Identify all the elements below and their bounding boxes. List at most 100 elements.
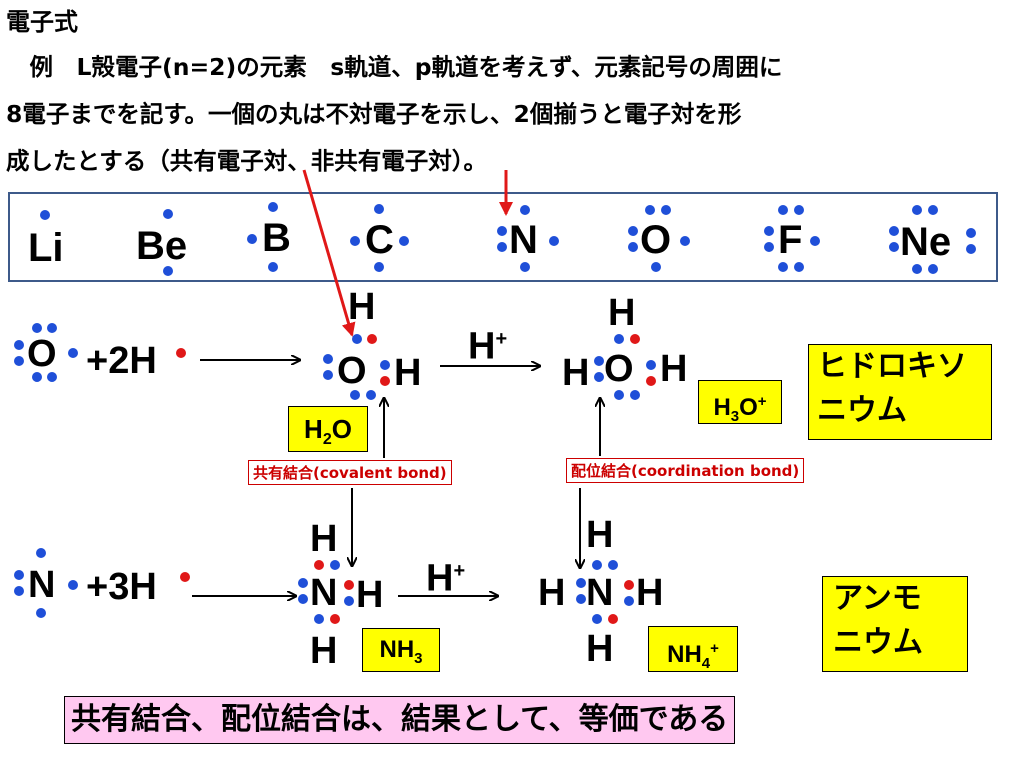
electron-dot xyxy=(352,334,362,344)
electron-dot xyxy=(628,226,638,236)
electron-dot xyxy=(912,264,922,274)
electron-dot xyxy=(614,390,624,400)
element-f: F xyxy=(778,218,803,262)
electron-dot xyxy=(928,205,938,215)
electron-dot xyxy=(47,372,57,382)
electron-dot xyxy=(966,244,976,254)
electron-dot xyxy=(374,204,384,214)
electron-dot xyxy=(592,560,602,570)
electron-dot xyxy=(794,262,804,272)
h3o-top-h: H xyxy=(608,292,636,334)
electron-dot xyxy=(298,578,308,588)
proton-symbol: H xyxy=(468,325,496,368)
element-n: N xyxy=(509,218,538,262)
electron-dot xyxy=(323,370,333,380)
hydrogen-electron-dot xyxy=(314,560,324,570)
electron-dot xyxy=(624,596,634,606)
label-nh4: NH4+ xyxy=(648,626,738,672)
h2o-right-h: H xyxy=(394,352,422,394)
electron-dot xyxy=(592,614,602,624)
electron-dot xyxy=(778,205,788,215)
electron-dot xyxy=(68,580,78,590)
water-plus-2h: +2H xyxy=(86,340,157,382)
nh4-label-sub: 4 xyxy=(701,654,711,672)
electron-dot xyxy=(268,262,278,272)
electron-dot xyxy=(14,340,24,350)
electron-dot xyxy=(40,210,50,220)
h3o-label-sub: 3 xyxy=(730,407,740,425)
water-proton-h: H+ xyxy=(468,320,507,366)
name-hydroxonium: ヒドロキソ ニウム xyxy=(808,344,992,440)
electron-dot xyxy=(14,586,24,596)
hydrogen-electron-dot xyxy=(344,580,354,590)
electron-dot xyxy=(330,560,340,570)
electron-dot xyxy=(350,236,360,246)
electron-dot xyxy=(32,372,42,382)
intro-line-3: 成したとする（共有電子対、非共有電子対）。 xyxy=(6,147,488,175)
electron-dot xyxy=(366,390,376,400)
electron-dot xyxy=(764,242,774,252)
label-h2o: H2O xyxy=(288,406,368,452)
electron-dot xyxy=(594,372,604,382)
hydroxonium-line-2: ニウム xyxy=(817,393,907,428)
hydrogen-electron-dot xyxy=(624,580,634,590)
electron-dot xyxy=(794,205,804,215)
electron-dot xyxy=(344,596,354,606)
nh4-bottom-h: H xyxy=(586,628,614,670)
h3o-label-charge: + xyxy=(757,393,767,410)
electron-dot xyxy=(32,323,42,333)
element-c: C xyxy=(365,218,394,262)
h2o-center-o: O xyxy=(337,350,367,392)
ammonia-proton-h: H+ xyxy=(426,552,465,598)
ammonia-plus-3h: +3H xyxy=(86,566,157,608)
name-ammonium: アンモ ニウム xyxy=(822,576,968,672)
electron-dot xyxy=(520,205,530,215)
electron-dot xyxy=(68,348,78,358)
electron-dot xyxy=(14,570,24,580)
electron-dot xyxy=(810,236,820,246)
element-b: B xyxy=(262,216,291,260)
water-reactant-o: O xyxy=(27,333,57,375)
electron-dot xyxy=(928,264,938,274)
red-pointer-arrow-shared-pair xyxy=(302,169,356,337)
electron-dot xyxy=(576,594,586,604)
nh3-top-h: H xyxy=(310,518,338,560)
h2o-top-h: H xyxy=(348,286,376,328)
nh3-right-h: H xyxy=(356,574,384,616)
electron-dot xyxy=(374,262,384,272)
h3o-left-h: H xyxy=(562,352,590,394)
electron-dot xyxy=(350,390,360,400)
hydrogen-electron-dot xyxy=(630,334,640,344)
element-o: O xyxy=(640,218,672,262)
electron-dot xyxy=(163,209,173,219)
coordination-bond-label: 配位結合(coordination bond) xyxy=(566,458,805,483)
h3o-center-o: O xyxy=(604,348,634,390)
electron-dot xyxy=(163,266,173,276)
electron-dot xyxy=(628,242,638,252)
h2o-label-o: O xyxy=(331,414,352,444)
nh3-bottom-h: H xyxy=(310,630,338,672)
conclusion-box: 共有結合、配位結合は、結果として、等価である xyxy=(64,696,736,744)
electron-dot xyxy=(966,228,976,238)
proton-charge: + xyxy=(453,560,466,582)
electron-dot xyxy=(608,560,618,570)
electron-dot xyxy=(247,234,257,244)
intro-line-1: 例 L殻電子(n=2)の元素 s軌道、p軌道を考えず、元素記号の周囲に xyxy=(6,53,783,81)
electron-dot xyxy=(380,360,390,370)
electron-dot xyxy=(630,390,640,400)
electron-dot xyxy=(646,360,656,370)
hydrogen-electron-dot xyxy=(646,376,656,386)
label-h3o: H3O+ xyxy=(698,380,782,425)
electron-dot xyxy=(497,242,507,252)
nh4-left-h: H xyxy=(538,572,566,614)
proton-symbol: H xyxy=(426,557,454,600)
electron-dot xyxy=(680,236,690,246)
label-nh3: NH3 xyxy=(362,628,440,672)
electron-dot xyxy=(323,354,333,364)
electron-dot xyxy=(576,578,586,588)
electron-dot xyxy=(520,262,530,272)
covalent-bond-label: 共有結合(covalent bond) xyxy=(248,460,452,485)
electron-dot xyxy=(497,226,507,236)
ammonia-reactant-n: N xyxy=(28,564,56,606)
